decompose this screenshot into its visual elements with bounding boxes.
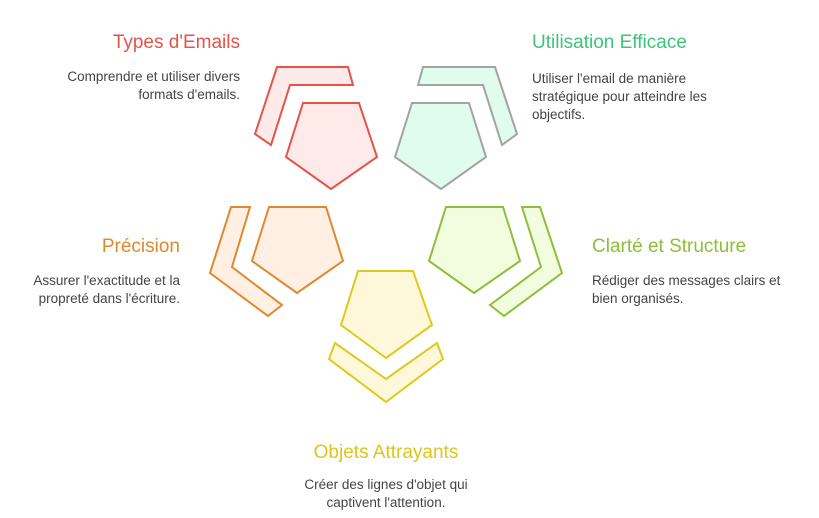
types-emails-chevron xyxy=(253,66,355,147)
objets-attrayants-pentagon xyxy=(339,270,434,360)
clarte-structure-chevron xyxy=(488,206,564,318)
utilisation-efficace-chevron xyxy=(416,66,519,147)
utilisation-efficace-pentagon xyxy=(393,102,488,191)
clarte-structure-desc: Rédiger des messages clairs et bien orga… xyxy=(592,273,781,306)
objets-attrayants-chevron xyxy=(327,341,445,404)
precision-title: Précision xyxy=(101,236,180,257)
utilisation-efficace-desc: Utiliser l'email de manière stratégique … xyxy=(532,71,707,122)
objets-attrayants-desc: Créer des lignes d'objet qui captivent l… xyxy=(304,477,468,510)
clarte-structure-title: Clarté et Structure xyxy=(592,236,747,257)
precision-desc: Assurer l'exactitude et la propreté dans… xyxy=(33,273,180,306)
types-emails-pentagon xyxy=(284,102,379,191)
utilisation-efficace-title: Utilisation Efficace xyxy=(532,32,687,53)
precision-chevron xyxy=(208,206,284,318)
objets-attrayants-title: Objets Attrayants xyxy=(313,442,459,463)
precision-pentagon xyxy=(250,206,345,295)
types-emails-title: Types d'Emails xyxy=(112,32,240,53)
types-emails-desc: Comprendre et utiliser divers formats d'… xyxy=(67,69,240,102)
clarte-structure-pentagon xyxy=(427,206,522,295)
